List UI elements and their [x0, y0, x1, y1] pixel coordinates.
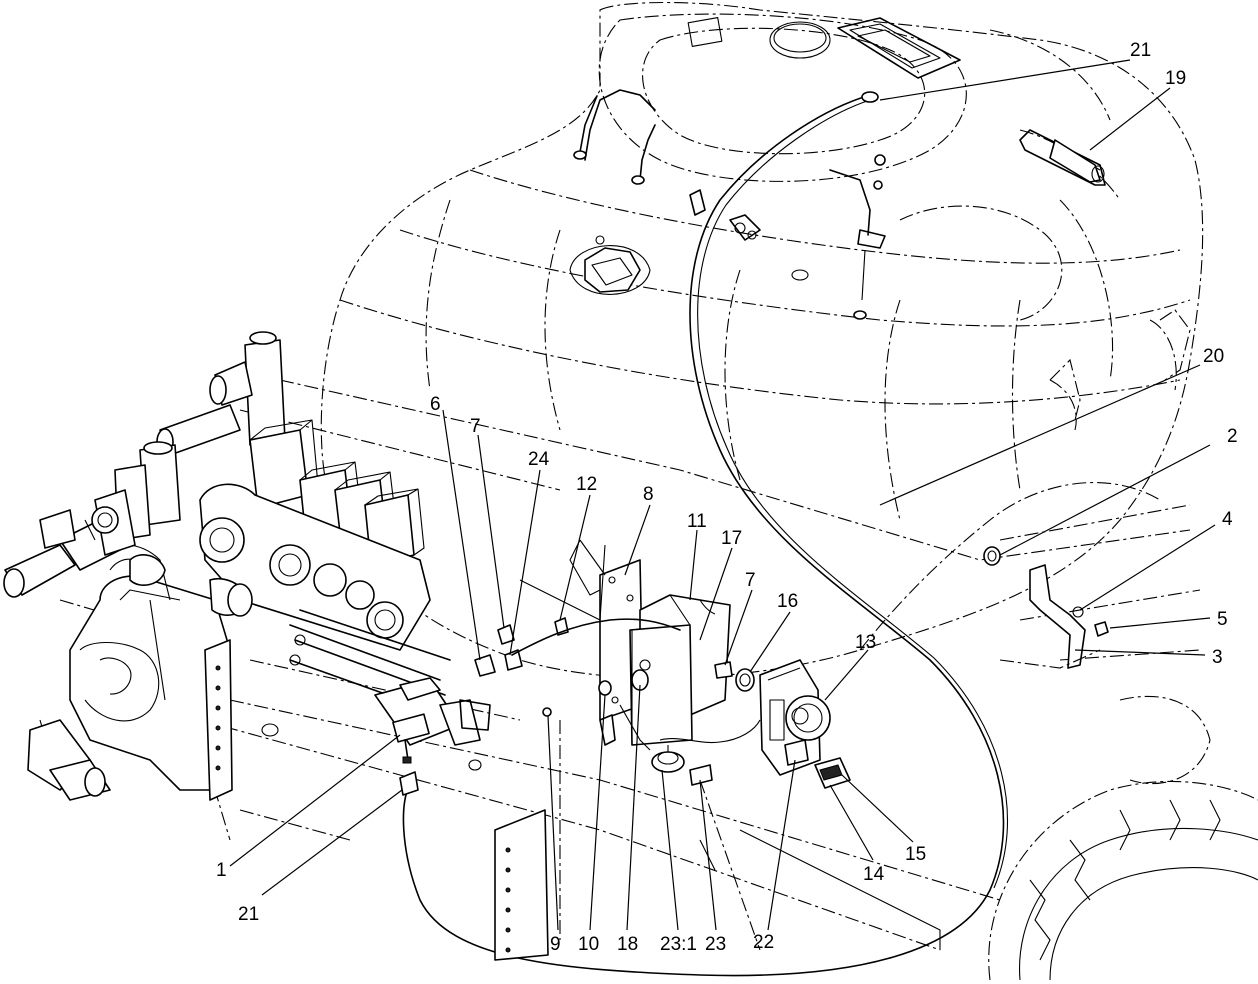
bracket-right — [983, 546, 1109, 669]
callouts: 21 19 20 2 4 5 3 6 7 24 12 8 11 17 7 16 … — [216, 40, 1238, 955]
pump-assembly — [3, 331, 451, 801]
flow-valve — [374, 677, 491, 764]
callout-16: 16 — [777, 591, 798, 612]
callout-6: 6 — [430, 394, 441, 415]
callout-11: 11 — [687, 511, 707, 532]
tank — [320, 1, 1204, 679]
meter-box — [629, 594, 731, 746]
callout-21-bottom: 21 — [238, 904, 259, 925]
callout-22: 22 — [753, 932, 774, 953]
fittings-6-7-24 — [474, 624, 523, 677]
pin-19 — [1049, 139, 1105, 183]
hose-upper — [511, 618, 681, 656]
small-parts — [542, 617, 616, 746]
callout-3: 3 — [1212, 647, 1223, 668]
hose-clamp-top — [861, 91, 879, 103]
callout-15: 15 — [905, 844, 926, 865]
switch — [814, 757, 851, 789]
callout-23: 23 — [705, 934, 726, 955]
callout-7-right: 7 — [745, 570, 756, 591]
callout-5: 5 — [1217, 609, 1228, 630]
tank-straps — [573, 89, 886, 320]
callout-9: 9 — [550, 934, 561, 955]
hose-20-inner — [697, 99, 1009, 889]
callout-18: 18 — [617, 934, 638, 955]
hose-clamp-bottom — [399, 771, 419, 796]
callout-8: 8 — [643, 484, 654, 505]
callout-10: 10 — [578, 934, 599, 955]
leader-lines — [229, 59, 1216, 931]
flow-sensor — [759, 659, 831, 776]
wire-connector — [619, 704, 761, 786]
callout-12: 12 — [576, 474, 597, 495]
callout-21-top: 21 — [1130, 40, 1151, 61]
callout-2: 2 — [1227, 426, 1238, 447]
wheel — [988, 695, 1258, 981]
callout-19: 19 — [1165, 68, 1186, 89]
callout-20: 20 — [1203, 346, 1224, 367]
callout-17: 17 — [721, 528, 742, 549]
tank-lid — [687, 17, 961, 79]
frame-brackets — [261, 544, 941, 961]
hose-20 — [402, 94, 1005, 977]
fill-cap — [569, 235, 651, 295]
callout-23-1: 23:1 — [660, 934, 697, 955]
fitting-7b — [714, 661, 733, 679]
callout-24: 24 — [528, 449, 550, 470]
tank-ribs — [1019, 129, 1191, 421]
fitting-16 — [735, 668, 755, 692]
callout-4: 4 — [1222, 509, 1233, 530]
callout-13: 13 — [855, 632, 876, 653]
callout-14: 14 — [863, 864, 885, 885]
callout-7-left: 7 — [470, 416, 481, 437]
callout-1: 1 — [216, 860, 227, 881]
